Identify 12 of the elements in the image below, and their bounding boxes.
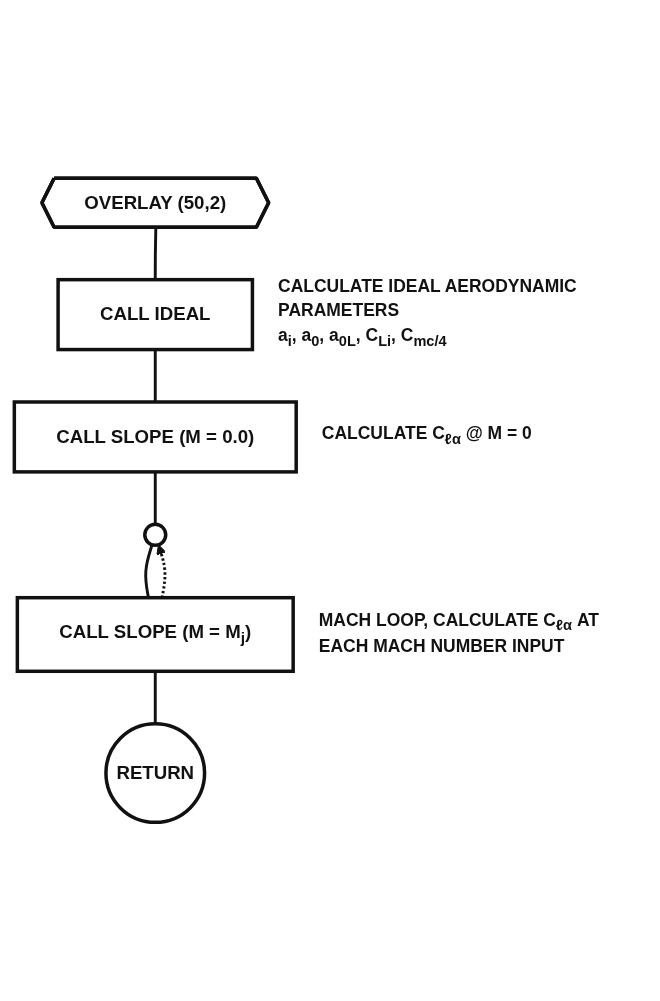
connector [153, 227, 158, 280]
connector [153, 472, 157, 525]
annotation-text: a$_{i}$, a$_{0}$, a$_{0L}$, C$_{Li}$, C$_{mc/4}$ [278, 324, 448, 353]
connector [153, 671, 157, 724]
annotation-text: MACH LOOP, CALCULATE C$_{ℓα}$ AT EACH MACH NUMBER INPUT [318, 607, 600, 659]
node-box: CALL IDEAL [56, 278, 255, 352]
node-box: CALL SLOPE (M = 0.0) [12, 400, 298, 474]
node-circle: RETURN [104, 722, 207, 825]
connector [153, 349, 157, 403]
node-circle [143, 522, 168, 548]
annotation-text: CALCULATE C$_{ℓα}$ @ M = 0 [321, 422, 533, 450]
node-box: CALL SLOPE (M = M$_{j}$) [15, 596, 295, 674]
